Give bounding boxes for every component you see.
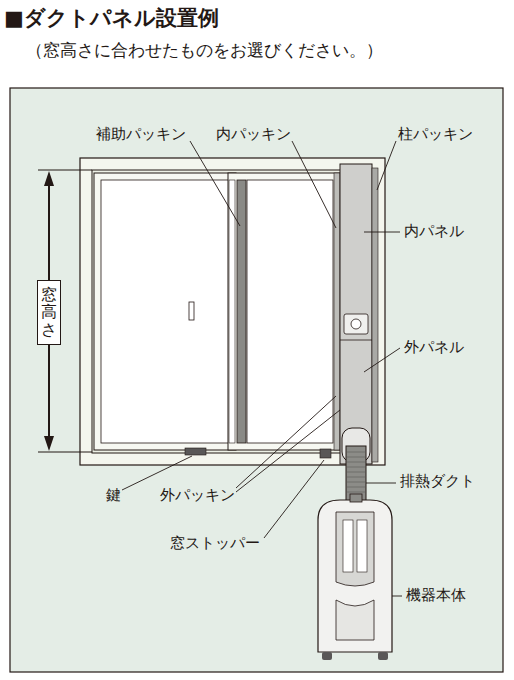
duct-panel: [340, 164, 372, 464]
part-label: 内パッキン: [216, 125, 291, 143]
panel-lock: [344, 314, 368, 334]
key: [185, 448, 206, 455]
dimension: [38, 170, 92, 452]
machine-body: [318, 500, 392, 652]
machine-lower: [336, 600, 374, 640]
sash-rail: [229, 180, 235, 443]
glass: [101, 180, 229, 443]
part-label: 外パッキン: [160, 486, 235, 504]
heading: ■ダクトパネル設置例: [4, 6, 219, 31]
part-label: 内パネル: [404, 222, 464, 240]
window-inner: [92, 170, 342, 453]
window-stopper: [320, 449, 331, 458]
left-sash: [94, 173, 236, 450]
duct-ribs: [347, 452, 365, 492]
panel-joint: [340, 340, 372, 341]
part-label: 鍵: [106, 486, 121, 504]
part-label: 排熱ダクト: [400, 472, 475, 490]
dimension-text: 窓高さ: [41, 286, 57, 339]
panel-lock: [351, 319, 361, 329]
aux-packing: [237, 180, 246, 443]
arrowhead: [44, 171, 54, 186]
subtitle: （窓高さに合わせたものをお選びください。）: [26, 40, 383, 60]
arrowhead: [44, 436, 54, 451]
part-label: 補助パッキン: [96, 125, 186, 143]
machine-grille: [343, 520, 353, 572]
right-sash: [228, 173, 340, 450]
column-packing: [372, 168, 378, 462]
part-label: 外パネル: [404, 338, 464, 356]
caster: [322, 652, 332, 660]
duct-joint: [350, 494, 362, 502]
wall: [10, 88, 503, 672]
machine-grille: [357, 520, 367, 572]
part-label: 機器本体: [406, 586, 466, 604]
inner-packing: [334, 173, 340, 450]
handle: [189, 302, 194, 320]
window-frame: [80, 158, 385, 465]
caster: [378, 652, 388, 660]
dimension-label: 窓高さ: [37, 280, 61, 345]
glass: [247, 180, 333, 443]
machine-panel: [336, 512, 374, 586]
part-label: 窓ストッパー: [170, 534, 260, 552]
leader-line: [122, 141, 402, 596]
part-label: 柱パッキン: [398, 125, 473, 143]
